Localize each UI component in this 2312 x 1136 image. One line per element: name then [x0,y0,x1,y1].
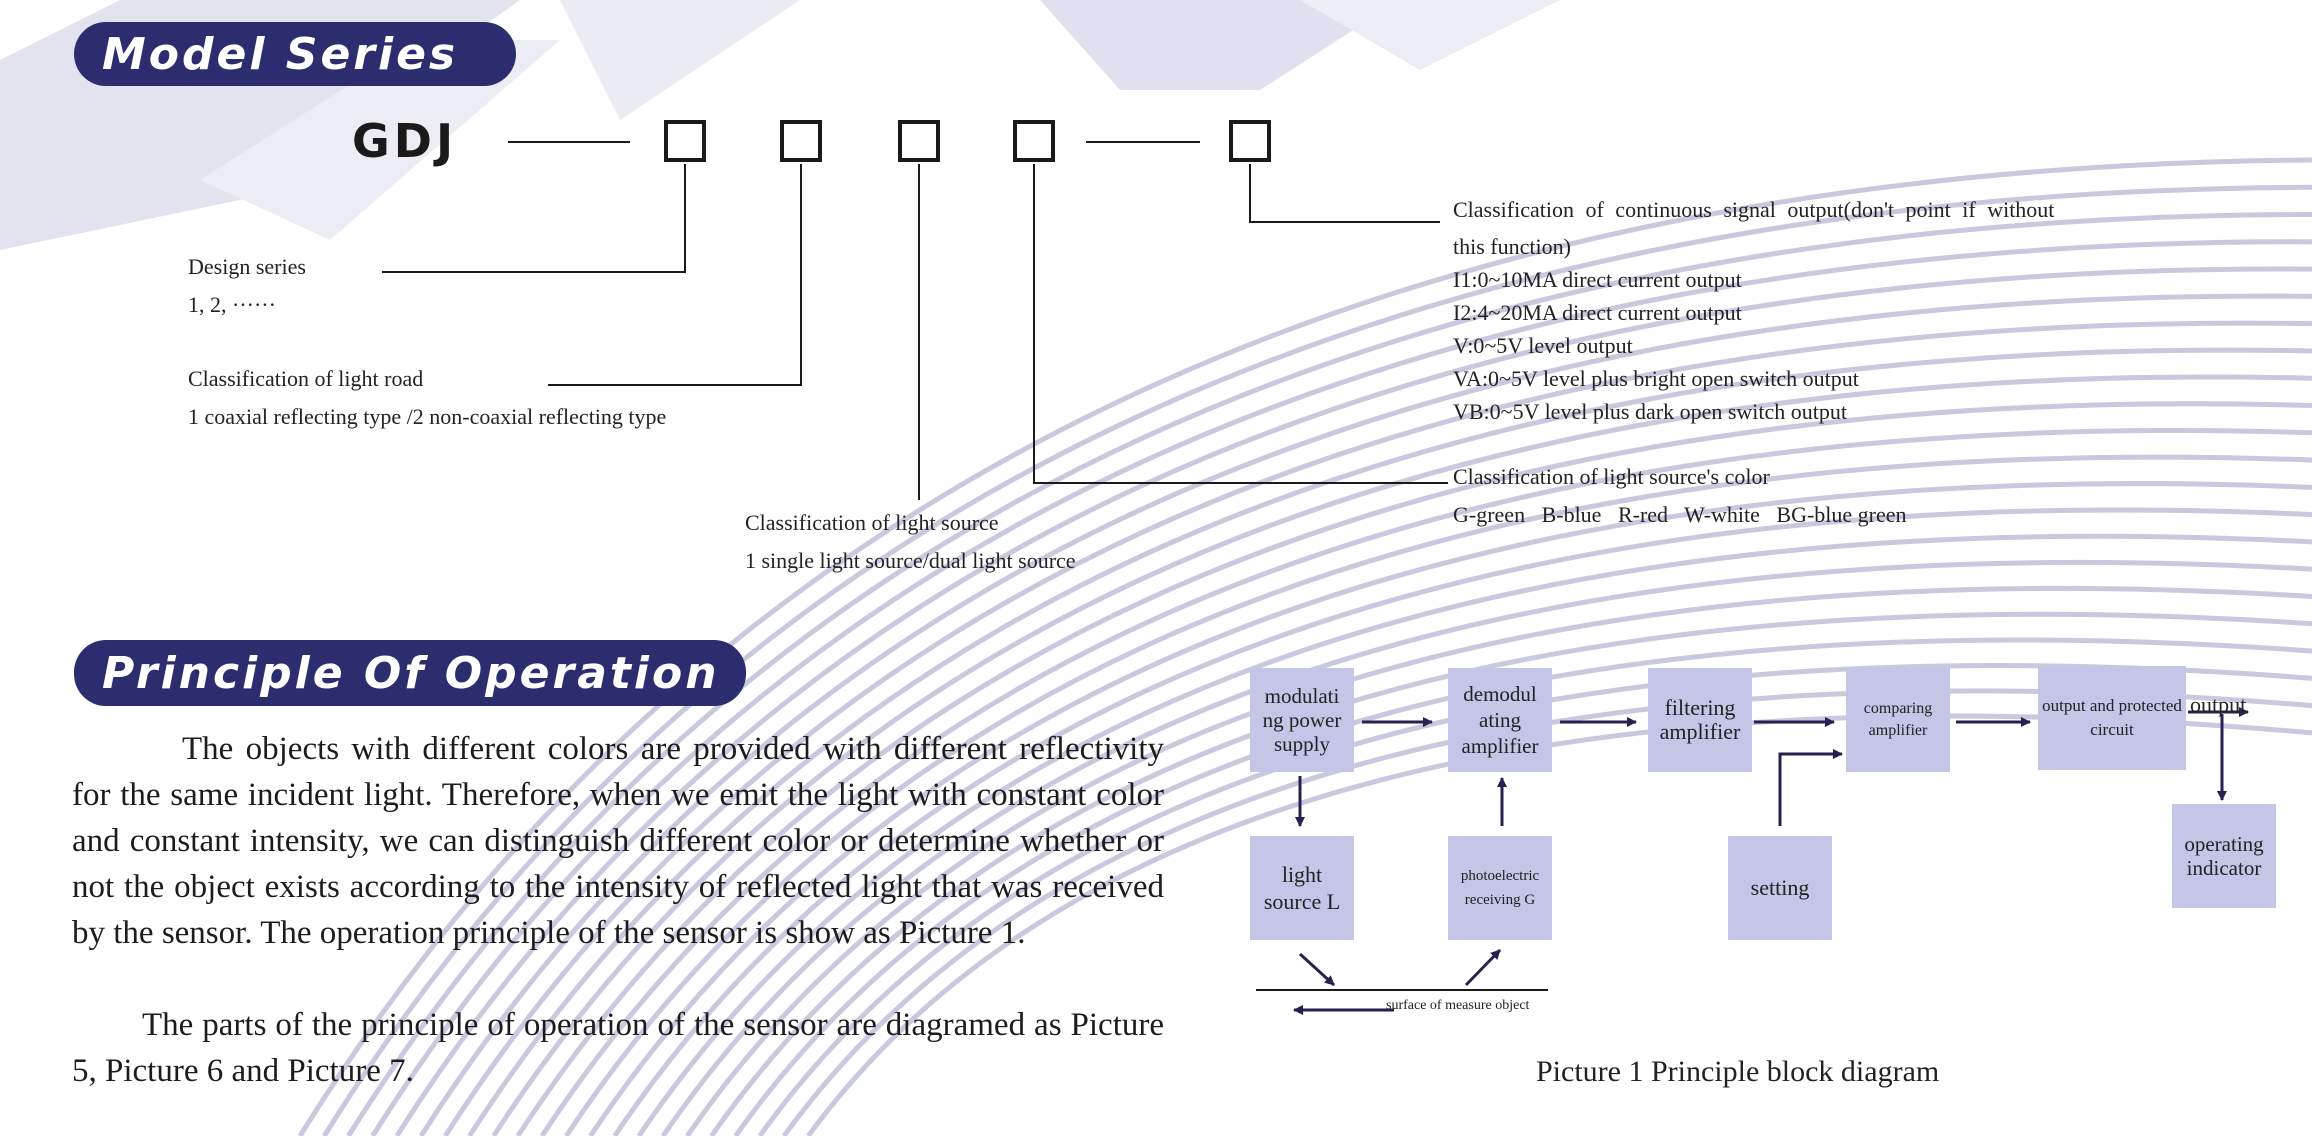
light-source-block: Classification of light source 1 single … [745,506,1076,577]
design-series-block: Design series 1, 2, ······ [188,250,306,321]
design-series-value: 1, 2, ······ [188,292,276,317]
background-arc [515,401,2312,1136]
background-arc [491,374,2312,1136]
output-label: output [2190,692,2247,717]
block-diagram-caption: Picture 1 Principle block diagram [1536,1055,1940,1088]
code-slot-light-road [780,120,822,162]
source-color-block: Classification of light source's color G… [1453,460,1907,531]
block-output-protected-circuit: output and protected circuit [2038,666,2186,770]
block-light-source: light source L [1250,836,1354,940]
light-source-value: 1 single light source/dual light source [745,548,1076,573]
background-arc [418,293,2312,1136]
signal-output-title-line1: Classification of continuous signal outp… [1453,197,2055,222]
background-arc [588,481,2312,1136]
block-demodulating-amplifier: demodul ating amplifier [1448,668,1552,772]
background-arc [539,428,2312,1136]
block-comparing-amplifier: comparing amplifier [1846,668,1950,772]
principle-paragraph-1: The objects with different colors are pr… [72,731,1164,951]
code-slot-source-color [1013,120,1055,162]
principle-heading-text: Principle Of Operation [102,647,720,699]
signal-output-block: Classification of continuous signal outp… [1453,193,2054,428]
background-arc [781,688,2312,1136]
block-setting: setting [1728,836,1832,940]
block-modulating-power-supply: modulati ng power supply [1250,668,1354,772]
model-code: GDJ [352,114,458,168]
block-filtering-amplifier: filtering amplifier [1648,668,1752,772]
block-operating-indicator: operating indicator [2172,804,2276,908]
background-arc [467,347,2312,1136]
surface-label: surface of measure object [1386,998,1530,1013]
model-series-heading: Model Series [74,22,516,86]
principle-paragraph-2: The parts of the principle of operation … [72,1007,1164,1089]
design-series-title: Design series [188,254,306,279]
signal-output-option: I2:4~20MA direct current output [1453,300,1742,325]
background-arc [564,454,2312,1136]
light-source-title: Classification of light source [745,510,999,535]
light-road-block: Classification of light road 1 coaxial r… [188,362,666,433]
background-arc [443,320,2312,1136]
light-road-title: Classification of light road [188,366,424,391]
source-color-value: G-green B-blue R-red W-white BG-blue gre… [1453,502,1907,527]
signal-output-option: VB:0~5V level plus dark open switch outp… [1453,399,1848,424]
background-arc [636,533,2312,1136]
background-arc [806,713,2312,1136]
code-slot-signal-output [1229,120,1271,162]
block-photoelectric-receiving: photoelectric receiving G [1448,836,1552,940]
signal-output-title-line2: this function) [1453,234,1571,259]
signal-output-option: I1:0~10MA direct current output [1453,267,1742,292]
light-road-value: 1 coaxial reflecting type /2 non-coaxial… [188,404,667,429]
principle-heading: Principle Of Operation [74,640,746,706]
source-color-title: Classification of light source's color [1453,464,1770,489]
code-slot-light-source [898,120,940,162]
background-arc [612,507,2312,1136]
code-slot-design-series [664,120,706,162]
signal-output-option: VA:0~5V level plus bright open switch ou… [1453,366,1859,391]
signal-output-option: V:0~5V level output [1453,333,1633,358]
model-series-heading-text: Model Series [102,28,459,80]
